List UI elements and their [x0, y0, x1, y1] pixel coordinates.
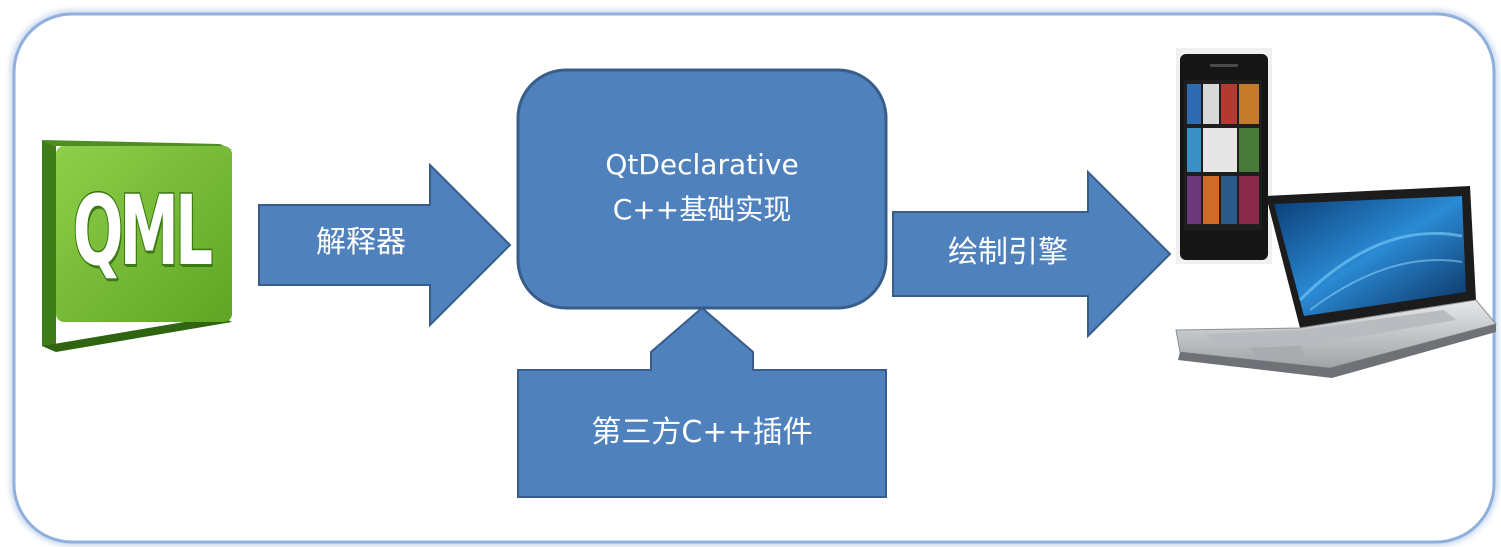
laptop-icon [1175, 186, 1497, 378]
core-box-line1: QtDeclarative [605, 148, 799, 181]
qml-logo-side [42, 140, 56, 352]
interpreter-arrow [258, 162, 512, 328]
qml-logo-bottom [42, 316, 232, 352]
plugin-arrow [517, 306, 887, 498]
qml-logo [42, 140, 232, 352]
qml-logo-face [56, 146, 232, 322]
render-label: 绘制引擎 [948, 235, 1068, 270]
core-box [516, 68, 888, 310]
core-box-line2: C++基础实现 [612, 193, 792, 226]
qml-logo-text: QML [72, 174, 214, 289]
plugin-label: 第三方C++插件 [591, 415, 813, 450]
interpreter-label: 解释器 [316, 225, 406, 260]
smartphone-icon [1176, 48, 1272, 264]
render-arrow [892, 169, 1172, 339]
